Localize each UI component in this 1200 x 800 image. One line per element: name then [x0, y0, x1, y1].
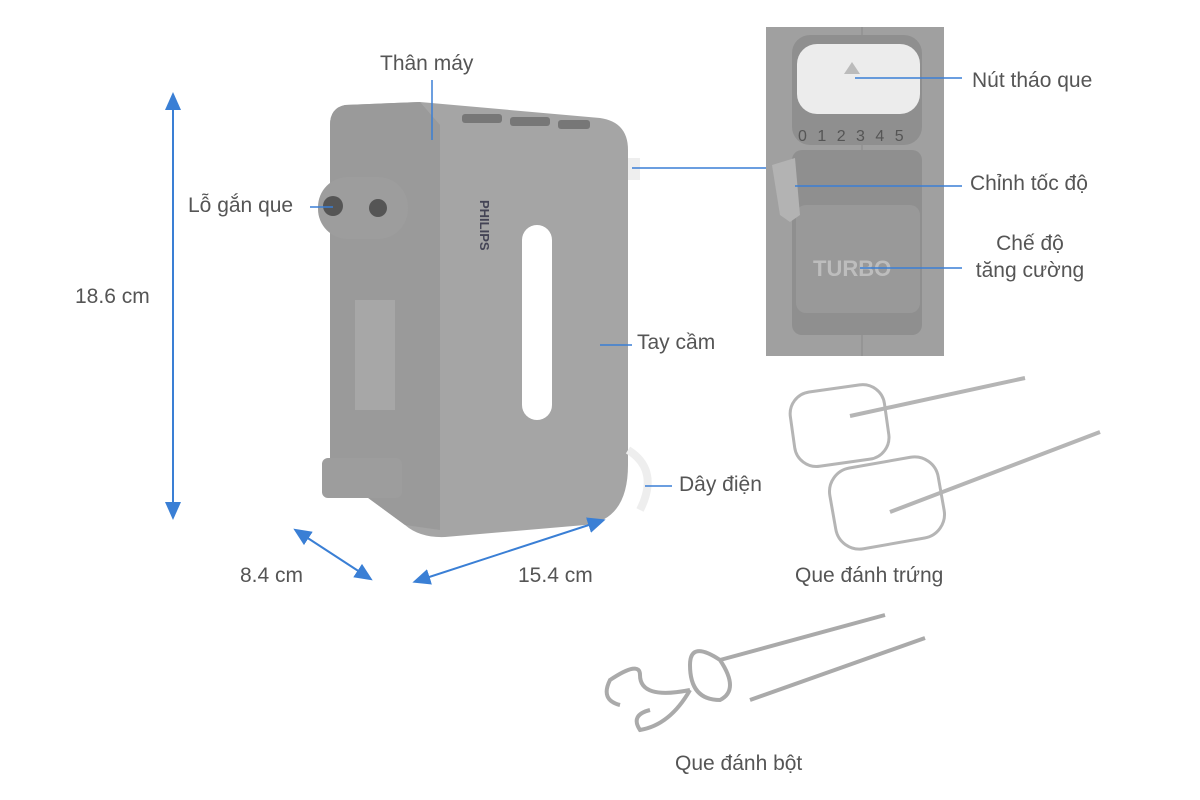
label-height: 18.6 cm [75, 285, 150, 308]
label-handle: Tay cầm [637, 331, 716, 354]
callout-lines [310, 80, 766, 487]
label-beater-holes: Lỗ gắn que [188, 194, 294, 217]
label-eject-button: Nút tháo que [972, 69, 1093, 92]
label-turbo: Chế độ tăng cường [966, 230, 1094, 285]
speed-scale: 0 1 2 3 4 5 [798, 128, 907, 145]
brand-logo: PHILIPS [477, 200, 492, 251]
width-arrow [412, 517, 606, 585]
hand-mixer-image [318, 102, 652, 538]
label-whisks: Que đánh trứng [795, 564, 944, 587]
label-cord: Dây điện [679, 473, 762, 496]
control-panel-inset: 0 1 2 3 4 5 TURBO [766, 27, 944, 356]
depth-arrow [293, 528, 373, 581]
label-dough-hooks: Que đánh bột [675, 752, 803, 775]
dough-hooks-image [604, 613, 926, 733]
label-body: Thân máy [380, 52, 474, 75]
label-speed-control: Chỉnh tốc độ [970, 172, 1088, 195]
whisks-image [788, 376, 1101, 551]
label-depth: 8.4 cm [240, 564, 304, 587]
label-width: 15.4 cm [518, 564, 593, 587]
label-turbo-line1: Chế độ [996, 232, 1064, 255]
label-turbo-line2: tăng cường [975, 259, 1085, 283]
